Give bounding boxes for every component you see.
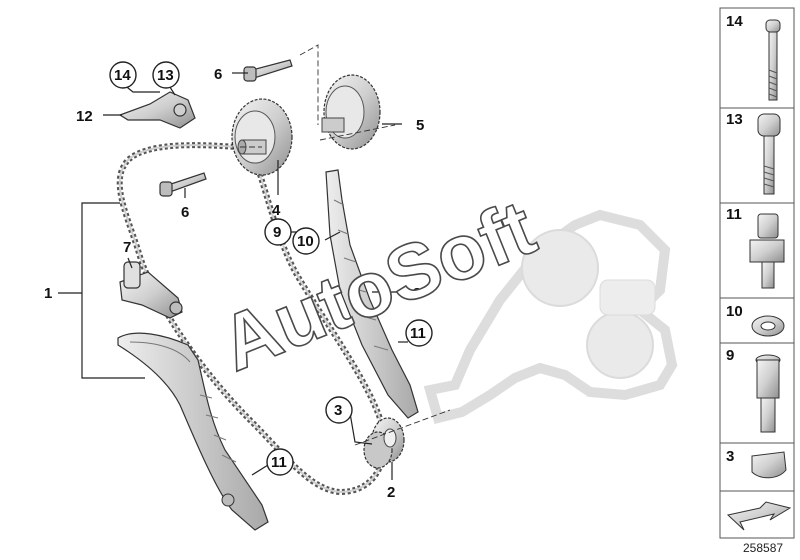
tensioner-rail (117, 332, 269, 531)
camshaft-sprocket-intake (231, 98, 293, 176)
direction-arrow-icon (726, 501, 792, 531)
central-bolt-upper (243, 59, 293, 82)
callout-6-upper: 6 (214, 66, 222, 83)
callout-9: 9 (273, 224, 281, 241)
callout-4: 4 (272, 202, 281, 219)
callout-12: 12 (76, 108, 93, 125)
sidebar-cell-13 (719, 107, 795, 204)
sidebar-part-woodruff-key (751, 451, 787, 479)
chain-tensioner (119, 261, 183, 319)
document-number: 258587 (743, 541, 783, 555)
guide-rail (325, 169, 419, 419)
sidebar-label-10: 10 (726, 303, 743, 320)
sidebar-label-14: 14 (726, 13, 743, 30)
axis-lines (240, 44, 451, 446)
sidebar-label-13: 13 (726, 111, 743, 128)
sidebar-part-plug-screw (749, 213, 785, 289)
callout-3: 3 (334, 402, 342, 419)
sidebar-label-11: 11 (726, 206, 742, 223)
callout-8: 8 (413, 285, 421, 302)
leader-lines (103, 72, 408, 480)
sidebar-part-guide-pin (755, 354, 781, 433)
sidebar-part-socket-bolt (757, 113, 781, 195)
oil-spray-nozzle (118, 91, 196, 129)
callout-2: 2 (387, 484, 395, 501)
bracket-item-1 (58, 202, 145, 379)
parts-sidebar: 14 13 11 10 9 3 (719, 7, 795, 539)
sidebar-part-long-bolt (765, 19, 781, 101)
callout-13: 13 (157, 67, 174, 84)
callout-14: 14 (114, 67, 131, 84)
callout-5: 5 (416, 117, 424, 134)
sidebar-part-sealing-ring (751, 315, 785, 337)
callout-7: 7 (123, 239, 131, 256)
central-bolt-lower (159, 172, 207, 197)
callout-1: 1 (44, 285, 52, 302)
sidebar-cell-14 (719, 7, 795, 109)
crankshaft-sprocket (363, 417, 405, 469)
callout-6-lower: 6 (181, 204, 189, 221)
callout-circles (109, 61, 433, 476)
sidebar-label-3: 3 (726, 448, 734, 465)
sidebar-label-9: 9 (726, 347, 734, 364)
callout-11-left: 11 (271, 454, 287, 471)
callout-11-right: 11 (410, 325, 426, 342)
background-engine-ghost (423, 209, 678, 425)
callout-10: 10 (297, 233, 314, 250)
